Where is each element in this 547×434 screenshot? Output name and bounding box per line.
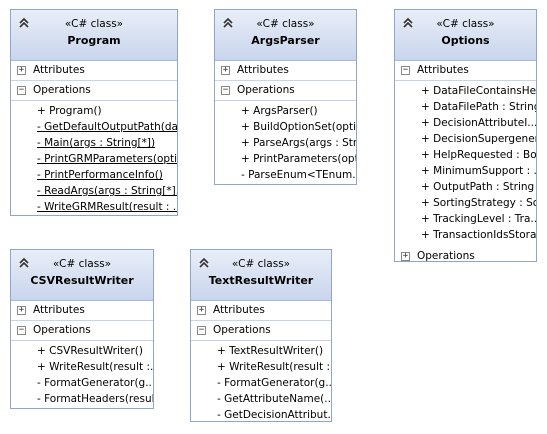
operation-item[interactable]: - FormatHeaders(resul... <box>37 393 153 405</box>
operation-item[interactable]: + BuildOptionSet(opti... <box>241 121 356 133</box>
operation-item[interactable]: - GetDecisionAttribut... <box>217 409 331 421</box>
class-options[interactable]: «C# class» Options −Attributes + DataFil… <box>394 9 537 262</box>
class-header: «C# class» Program <box>11 10 177 61</box>
attribute-item[interactable]: + HelpRequested : Bo... <box>421 149 536 161</box>
operation-item[interactable]: + ArgsParser() <box>241 105 318 117</box>
attribute-item[interactable]: + MinimumSupport : ... <box>421 165 536 177</box>
operation-item[interactable]: + WriteResult(result :... <box>217 361 331 373</box>
operation-item[interactable]: - ParseEnum<TEnum... <box>241 169 356 181</box>
attribute-item[interactable]: + DecisionAttributeI... <box>421 117 536 129</box>
operation-item[interactable]: - PrintGRMParameters(optio... <box>37 153 177 165</box>
class-header: «C# class» CSVResultWriter <box>11 250 153 301</box>
class-name: TextResultWriter <box>208 274 314 287</box>
attribute-item[interactable]: + OutputPath : String <box>421 181 535 193</box>
class-stereotype: «C# class» <box>436 18 495 30</box>
section-label: Operations <box>33 324 91 336</box>
class-textresultwriter[interactable]: «C# class» TextResultWriter +Attributes … <box>190 249 332 422</box>
expand-toggle-icon[interactable]: − <box>197 325 206 335</box>
collapse-chevrons-icon[interactable] <box>402 17 414 29</box>
collapse-chevrons-icon[interactable] <box>222 17 234 29</box>
operations-list: + CSVResultWriter() + WriteResult(result … <box>11 341 153 408</box>
class-name: Options <box>441 34 490 47</box>
operations-list: + Program() - GetDefaultOutputPath(da... -… <box>11 101 177 215</box>
section-label: Attributes <box>33 64 85 76</box>
class-argsparser[interactable]: «C# class» ArgsParser + Attributes −Opera… <box>214 9 357 185</box>
operation-item[interactable]: + ParseArgs(args : Str... <box>241 137 356 149</box>
attributes-section[interactable]: + Attributes <box>11 61 177 81</box>
expand-toggle-icon[interactable]: − <box>17 85 26 95</box>
attributes-section[interactable]: + Attributes <box>215 61 356 81</box>
operation-item[interactable]: + Program() <box>37 105 102 117</box>
class-stereotype: «C# class» <box>52 258 112 270</box>
expand-toggle-icon[interactable]: + <box>221 65 230 75</box>
attribute-item[interactable]: + TransactionIdsStora... <box>421 229 536 241</box>
attribute-item[interactable]: + DataFilePath : String <box>421 101 536 113</box>
operation-item[interactable]: + TextResultWriter() <box>217 345 324 357</box>
section-label: Attributes <box>213 304 265 316</box>
operation-item[interactable]: + WriteResult(result :... <box>37 361 153 373</box>
attribute-item[interactable]: + TrackingLevel : Tra... <box>421 213 536 225</box>
attributes-list: + DataFileContainsHe... + DataFilePath : … <box>395 81 536 247</box>
operations-section[interactable]: −Operations <box>215 81 356 101</box>
class-stereotype: «C# class» <box>231 258 291 270</box>
operations-list: + TextResultWriter() + WriteResult(result… <box>191 341 331 421</box>
class-name: ArgsParser <box>251 34 320 47</box>
expand-toggle-icon[interactable]: − <box>221 85 230 95</box>
expand-toggle-icon[interactable]: − <box>401 65 410 75</box>
operation-item[interactable]: - Main(args : String[*]) <box>37 137 156 149</box>
operation-item[interactable]: - FormatGenerator(g... <box>217 377 331 389</box>
operation-item[interactable]: - GetDefaultOutputPath(da... <box>37 121 177 133</box>
class-program[interactable]: «C# class» Program + Attributes −Operatio… <box>10 9 178 216</box>
operation-item[interactable]: - WriteGRMResult(result : ... <box>37 201 177 213</box>
operation-item[interactable]: - FormatGenerator(g... <box>37 377 153 389</box>
attribute-item[interactable]: + SortingStrategy : So... <box>421 197 536 209</box>
section-label: Attributes <box>417 64 469 76</box>
section-label: Operations <box>417 250 475 262</box>
operations-section[interactable]: −Operations <box>11 81 177 101</box>
operations-list: + ArgsParser() + BuildOptionSet(opti... + … <box>215 101 356 184</box>
section-label: Attributes <box>237 64 289 76</box>
section-label: Operations <box>33 84 91 96</box>
class-name: Program <box>67 34 121 47</box>
operations-section[interactable]: + Operations <box>395 247 536 262</box>
class-header: «C# class» Options <box>395 10 536 61</box>
expand-toggle-icon[interactable]: + <box>401 251 410 261</box>
section-label: Attributes <box>33 304 85 316</box>
attributes-section[interactable]: + Attributes <box>11 301 153 321</box>
class-header: «C# class» TextResultWriter <box>191 250 331 301</box>
operation-item[interactable]: - GetAttributeName(... <box>217 393 331 405</box>
operations-section[interactable]: −Operations <box>11 321 153 341</box>
class-csvresultwriter[interactable]: «C# class» CSVResultWriter + Attributes −… <box>10 249 154 409</box>
class-stereotype: «C# class» <box>64 18 124 30</box>
operation-item[interactable]: - ReadArgs(args : String[*]... <box>37 185 177 197</box>
operation-item[interactable]: - PrintPerformanceInfo() <box>37 169 163 181</box>
expand-toggle-icon[interactable]: + <box>197 305 206 315</box>
collapse-chevrons-icon[interactable] <box>18 257 30 269</box>
attribute-item[interactable]: + DataFileContainsHe... <box>421 85 536 97</box>
expand-toggle-icon[interactable]: + <box>17 65 26 75</box>
expand-toggle-icon[interactable]: − <box>17 325 26 335</box>
collapse-chevrons-icon[interactable] <box>18 17 30 29</box>
operations-section[interactable]: −Operations <box>191 321 331 341</box>
attributes-section[interactable]: + Attributes <box>191 301 331 321</box>
collapse-chevrons-icon[interactable] <box>198 257 210 269</box>
attributes-section[interactable]: −Attributes <box>395 61 536 81</box>
operation-item[interactable]: + CSVResultWriter() <box>37 345 143 357</box>
operation-item[interactable]: + PrintParameters(opt... <box>241 153 356 165</box>
class-header: «C# class» ArgsParser <box>215 10 356 61</box>
section-label: Operations <box>213 324 271 336</box>
section-label: Operations <box>237 84 295 96</box>
class-name: CSVResultWriter <box>30 274 134 287</box>
class-stereotype: «C# class» <box>256 18 315 30</box>
attribute-item[interactable]: + DecisionSupergener... <box>421 133 536 145</box>
expand-toggle-icon[interactable]: + <box>17 305 26 315</box>
